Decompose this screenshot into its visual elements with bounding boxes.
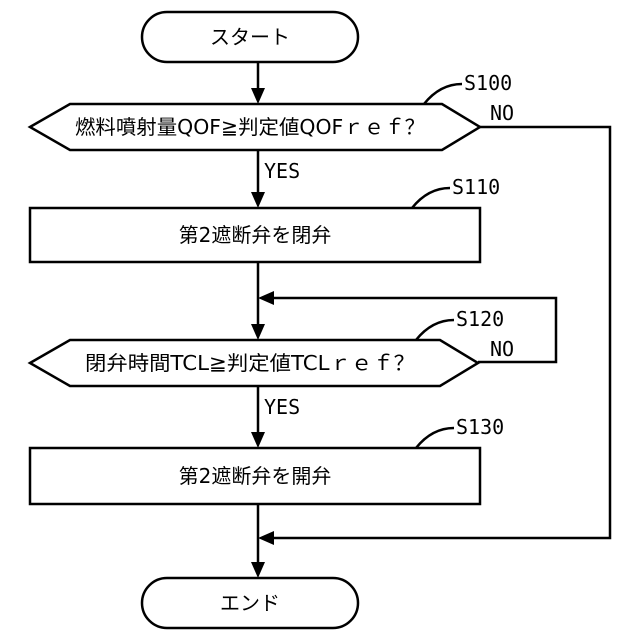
- start-label: スタート: [210, 25, 290, 49]
- leader-s130: [416, 428, 454, 448]
- branch-label-s120-no: NO: [490, 337, 514, 361]
- branch-label-s100-yes: YES: [264, 159, 300, 183]
- process-s110-text: 第2遮断弁を閉弁: [179, 223, 332, 247]
- arrowhead: [251, 562, 265, 578]
- leader-s120: [416, 320, 454, 340]
- step-label-s100: S100: [464, 71, 512, 95]
- step-label-s130: S130: [456, 415, 504, 439]
- arrowhead: [251, 88, 265, 104]
- arrowhead: [258, 531, 274, 545]
- arrowhead: [258, 291, 274, 305]
- leader-s100: [424, 84, 462, 104]
- branch-label-s120-yes: YES: [264, 395, 300, 419]
- end-label: エンド: [220, 591, 280, 615]
- decision-s100-text: 燃料噴射量QOF≧判定値QOFｒｅｆ？: [75, 115, 425, 139]
- step-label-s110: S110: [452, 175, 500, 199]
- arrowhead: [251, 432, 265, 448]
- arrowhead: [251, 192, 265, 208]
- decision-s120-text: 閉弁時間TCL≧判定値TCLｒｅｆ？: [85, 351, 415, 375]
- arrowhead: [251, 324, 265, 340]
- process-s130-text: 第2遮断弁を開弁: [179, 464, 332, 488]
- step-label-s120: S120: [456, 307, 504, 331]
- leader-s110: [412, 188, 450, 208]
- branch-label-s100-no: NO: [490, 101, 514, 125]
